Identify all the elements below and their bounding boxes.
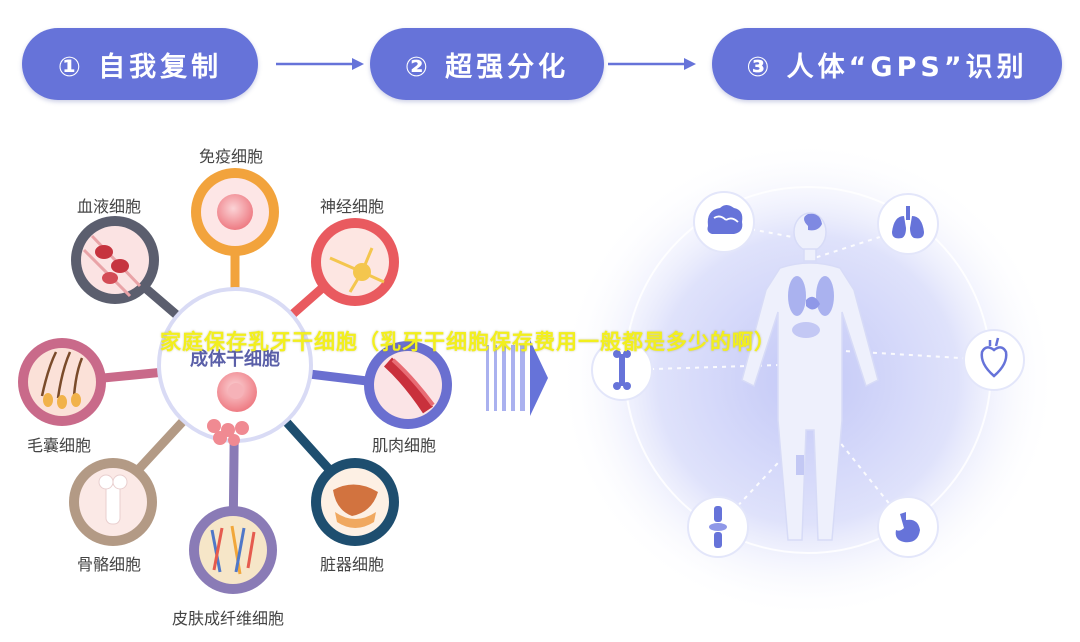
immune-cell-label: 免疫细胞 [199, 147, 264, 166]
brain-icon [693, 191, 755, 253]
muscle-cell-label: 肌肉细胞 [372, 436, 437, 455]
organ-cell-label: 脏器细胞 [320, 555, 385, 574]
immune-cell-node [191, 168, 279, 256]
nerve-cell-node [311, 218, 399, 306]
organ-cell-node [311, 458, 399, 546]
joint-icon [687, 496, 749, 558]
skin-cell-label: 皮肤成纤维细胞 [172, 609, 285, 628]
nerve-cell-label: 神经细胞 [320, 197, 385, 216]
blood-cell-label: 血液细胞 [77, 197, 142, 216]
step-self-replication: ① 自我复制 [22, 28, 258, 100]
blood-cell-node [71, 216, 159, 304]
bone-icon [591, 339, 653, 401]
bone-cell-label: 骨骼细胞 [77, 555, 142, 574]
stem-cell-hub [157, 287, 313, 446]
step-arrow [608, 58, 696, 70]
transition-arrow [486, 340, 548, 416]
center-label: 成体干细胞 [190, 349, 280, 370]
step-gps-recognition: ③ 人体“GPS”识别 [712, 28, 1062, 100]
heart-icon [963, 329, 1025, 391]
step-differentiation: ② 超强分化 [370, 28, 604, 100]
stomach-icon [877, 496, 939, 558]
overlay-caption: 家庭保存乳牙干细胞（乳牙干细胞保存费用一般都是多少的啊） [160, 330, 776, 354]
lungs-icon [877, 193, 939, 255]
hair-follicle-cell-node [18, 338, 106, 426]
step-arrow [276, 58, 364, 70]
bone-cell-node [69, 458, 157, 546]
internal-organs [788, 213, 834, 475]
hair-follicle-cell-label: 毛囊细胞 [27, 436, 92, 455]
skin-cell-node [189, 506, 277, 594]
muscle-cell-node [364, 341, 452, 429]
